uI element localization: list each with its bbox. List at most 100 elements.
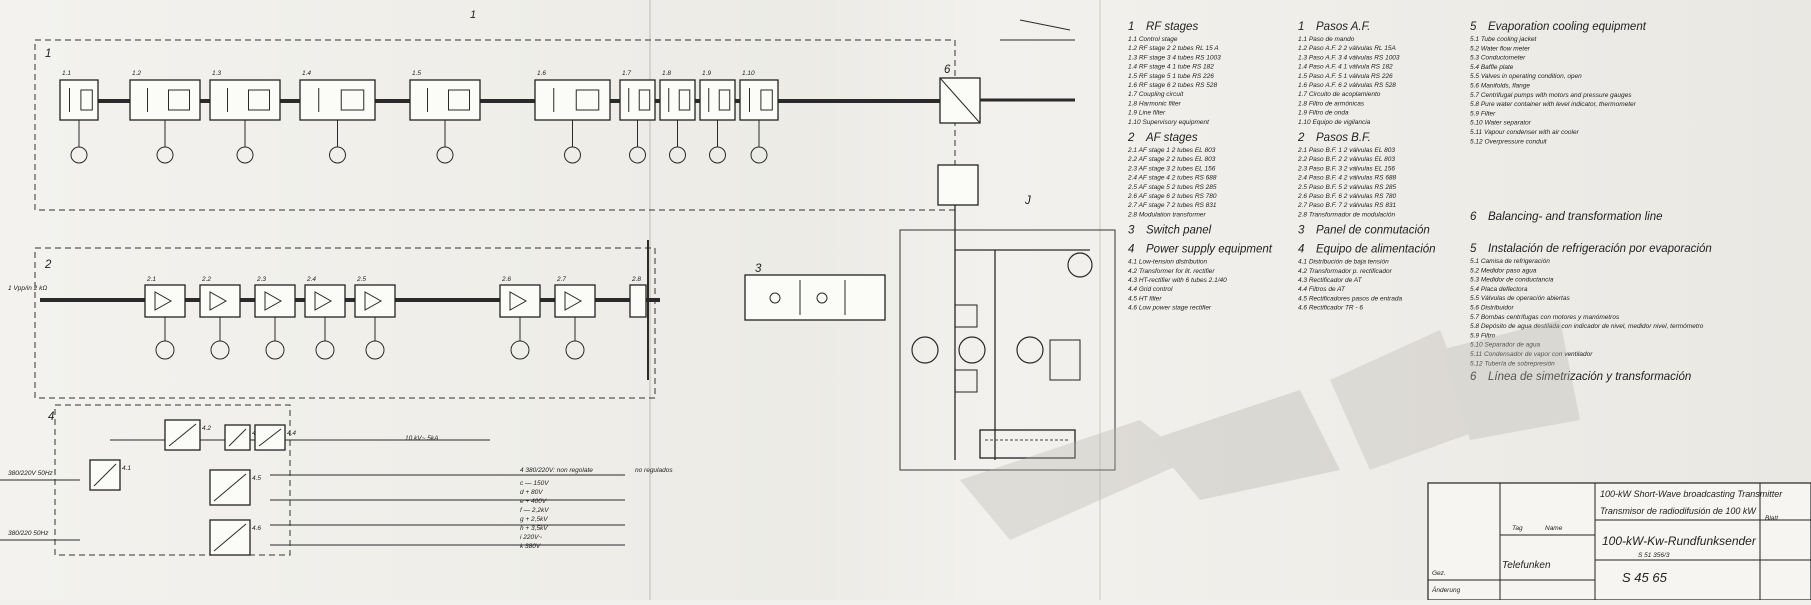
legend-item: 5.9 Filtro <box>1470 332 1496 339</box>
power-note-row: d + 80V <box>520 489 543 496</box>
legend-item: 5.11 Condensador de vapor con ventilador <box>1470 351 1593 358</box>
power-note-row: k 380V <box>520 543 541 550</box>
legend-item: 1.8 Harmonic filter <box>1128 100 1182 107</box>
svg-text:6: 6 <box>944 64 951 76</box>
title-block: 100-kW Short-Wave broadcasting Transmitt… <box>1427 482 1811 601</box>
af-stage-label: 2.7 <box>556 276 566 283</box>
af-stage-block: 2.3 <box>254 276 296 360</box>
af-stage-label: 2.2 <box>201 276 211 283</box>
power-note-row: f — 2,2kV <box>520 507 549 514</box>
rf-stage-block: 1.7 <box>619 70 656 164</box>
legend-item: 2.6 Paso B.F. 6 2 válvulas RS 780 <box>1297 193 1397 200</box>
legend-item: 2.2 Paso B.F. 2 2 válvulas EL 803 <box>1297 156 1395 163</box>
legend-item: 1.4 Paso A.F. 4 1 válvula RS 182 <box>1298 64 1393 71</box>
legend-item: 5.7 Bombas centrífugas con motores y man… <box>1470 314 1620 321</box>
legend-item: 5.11 Vapour condenser with air cooler <box>1470 129 1580 136</box>
power-block: 4.4 <box>254 424 296 451</box>
af-stage-label: 2.8 <box>631 276 641 283</box>
section-1-rf-chain: 1 1.1 1.2 1.3 1.4 1.5 1.6 1.7 1.8 1.9 1.10 <box>34 39 956 211</box>
legend-item: 2.1 AF stage 1 2 tubes EL 803 <box>1127 147 1216 154</box>
power-block: 4.6 <box>209 519 261 556</box>
legend-item: 2.8 Modulation transformer <box>1127 211 1207 218</box>
rf-stage-block: 1.5 <box>409 70 481 164</box>
legend-item: 1.5 Paso A.F. 5 1 válvula RS 226 <box>1298 73 1393 80</box>
legend-item: 5.1 Tube cooling jacket <box>1470 36 1538 43</box>
legend-item: 4.5 HT filter <box>1128 295 1162 302</box>
col-tag: Tag <box>1512 525 1523 532</box>
legend-item: 5.8 Pure water container with level indi… <box>1470 101 1637 108</box>
legend-section-number: 6 <box>1470 371 1477 383</box>
legend-section-title: Equipo de alimentación <box>1316 244 1436 256</box>
legend-item: 4.2 Transformador p. rectificador <box>1298 268 1393 275</box>
af-stage-block: 2.2 <box>199 276 241 360</box>
legend-item: 2.3 AF stage 3 2 tubes EL 156 <box>1127 165 1216 172</box>
legend-section-number: 4 <box>1128 244 1134 256</box>
legend-item: 4.5 Rectificadores pasos de entrada <box>1298 295 1402 302</box>
legend-section-title: Power supply equipment <box>1146 244 1273 256</box>
legend-section-number: 6 <box>1470 211 1477 223</box>
legend-item: 1.3 RF stage 3 4 tubes RS 1003 <box>1128 54 1221 61</box>
rf-stage-label: 1.3 <box>212 70 221 77</box>
rf-stage-block: 1.9 <box>699 70 736 164</box>
rf-stage-block: 1.4 <box>299 70 376 164</box>
legend-section-title: Panel de conmutación <box>1316 225 1430 237</box>
company-name: Telefunken <box>1502 560 1551 571</box>
af-stage-block: 2.1 <box>144 276 186 360</box>
rf-stage-block: 1.3 <box>209 70 281 164</box>
legend-item: 2.1 Paso B.F. 1 2 válvulas EL 803 <box>1297 147 1395 154</box>
legend-item: 5.7 Centrifugal pumps with motors and pr… <box>1470 92 1632 99</box>
power-note-row: e + 400V <box>520 498 547 505</box>
legend-item: 2.3 Paso B.F. 3 2 válvulas EL 156 <box>1297 165 1395 172</box>
rf-stage-block: 1.2 <box>129 70 201 164</box>
section-2-label: 2 <box>44 259 52 271</box>
power-supply-notes: 4 380/220V: non regolate no regulados c … <box>520 467 673 550</box>
section-1-label: 1 <box>45 48 51 60</box>
legend-item: 5.2 Medidor paso agua <box>1470 267 1537 274</box>
col-name: Name <box>1545 525 1563 532</box>
af-stage-block: 2.7 <box>554 276 596 360</box>
power-block-label: 4.4 <box>287 430 296 437</box>
legend-item: 2.5 AF stage 5 2 tubes RS 285 <box>1127 184 1217 191</box>
rf-stage-block: 1.1 <box>59 70 99 164</box>
power-block-label: 4.2 <box>202 425 211 432</box>
legend-item: 4.4 Filtros de AT <box>1298 286 1346 293</box>
legend-item: 1.6 Paso A.F. 6 2 válvulas RS 528 <box>1298 82 1396 89</box>
legend-section-title: Evaporation cooling equipment <box>1488 21 1647 33</box>
power-block: 4.5 <box>209 469 261 506</box>
rf-stage-label: 1.1 <box>62 70 71 77</box>
legend-item: 1.4 RF stage 4 1 tube RS 182 <box>1128 64 1214 71</box>
rf-stage-block: 1.8 <box>659 70 696 164</box>
legend-item: 5.5 Válvulas de operación abiertas <box>1470 295 1570 302</box>
af-stage-label: 2.5 <box>356 276 366 283</box>
legend-item: 1.10 Equipo de vigilancia <box>1298 119 1371 126</box>
drawn-label: Gez. <box>1432 570 1446 577</box>
block-6-balancing-line: 6 <box>939 19 1075 124</box>
legend-item: 1.2 Paso A.F. 2 2 válvulas RL 15A <box>1298 45 1396 52</box>
legend-item: 1.5 RF stage 5 1 tube RS 226 <box>1128 73 1214 80</box>
power-block: 4.2 <box>164 419 211 451</box>
cooling-system: J <box>899 164 1116 471</box>
rf-stage-block: 1.6 <box>534 70 611 164</box>
legend-item: 5.1 Camisa de refrigeración <box>1470 258 1550 265</box>
rf-stage-label: 1.7 <box>622 70 631 77</box>
rf-stage-block: 1.10 <box>739 70 779 164</box>
legend-item: 4.3 HT-rectifier with 6 tubes 2.1/40 <box>1128 277 1227 284</box>
rf-stage-label: 1.2 <box>132 70 141 77</box>
legend-section-title: Línea de simetrización y transformación <box>1488 371 1691 383</box>
legend-item: 1.7 Circuito de acoplamiento <box>1298 91 1381 98</box>
section-3-switch-panel: 3 <box>744 263 886 321</box>
legend-item: 2.5 Paso B.F. 5 2 válvulas RS 285 <box>1297 184 1397 191</box>
legend-section-title: Pasos B.F. <box>1316 132 1371 144</box>
legend-section-number: 4 <box>1298 244 1304 256</box>
mains-label-2: 380/220 50Hz <box>8 530 49 537</box>
power-note-row: i 220V~ <box>520 534 542 541</box>
rf-stage-label: 1.9 <box>702 70 711 77</box>
legend-item: 1.1 Control stage <box>1128 36 1178 43</box>
legend-section-title: Balancing- and transformation line <box>1488 211 1663 223</box>
legend-section-number: 3 <box>1298 225 1305 237</box>
af-stage-label: 2.4 <box>306 276 316 283</box>
af-stage-label: 2.1 <box>146 276 156 283</box>
